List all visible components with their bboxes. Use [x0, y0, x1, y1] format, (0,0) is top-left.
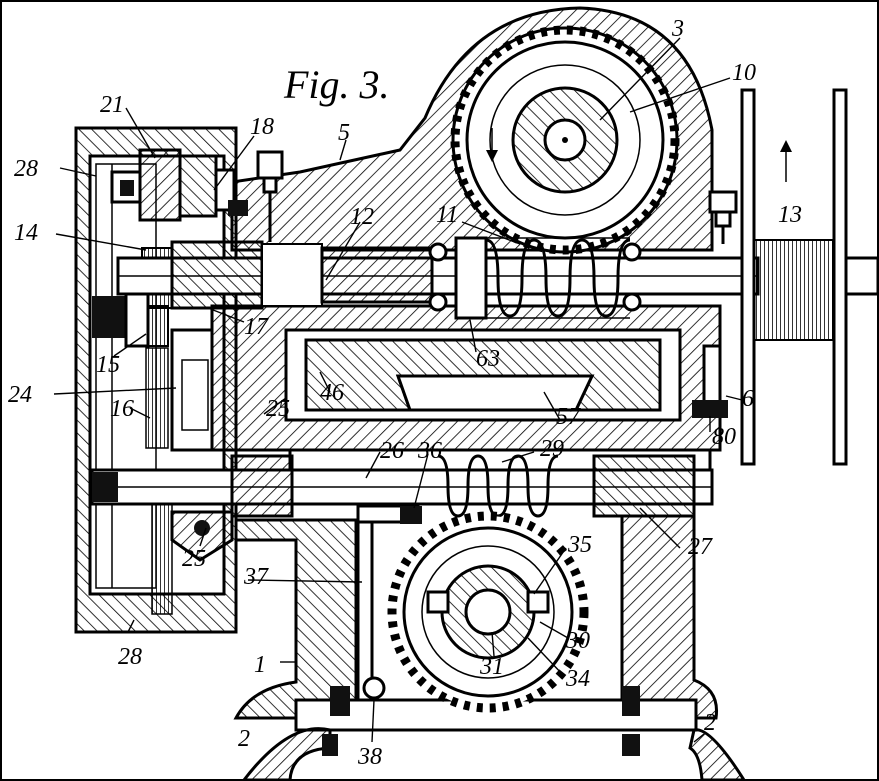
- label-21: 21: [100, 92, 124, 118]
- label-63: 63: [476, 346, 500, 372]
- label-26: 26: [380, 438, 404, 464]
- label-35: 35: [567, 532, 592, 558]
- bolt-6: [692, 344, 728, 418]
- label-28-top: 28: [14, 156, 38, 182]
- label-36: 36: [417, 438, 442, 464]
- main-shaft-12: [116, 240, 760, 312]
- gear-train-21-18: [110, 148, 248, 222]
- label-12: 12: [350, 204, 374, 230]
- label-6: 6: [742, 386, 754, 412]
- label-2-right: 2: [704, 710, 716, 736]
- label-38: 38: [357, 744, 382, 770]
- lubricator-left: [256, 150, 284, 242]
- label-57: 57: [556, 404, 581, 430]
- label-28-bottom: 28: [118, 644, 142, 670]
- label-1: 1: [254, 652, 266, 678]
- gear-16: [145, 347, 169, 449]
- label-27: 27: [688, 534, 713, 560]
- label-24: 24: [8, 382, 32, 408]
- reference-numerals: 3 10 21 18 5 28 14 11 12 13 17 15 63 24 …: [8, 16, 802, 770]
- rod-37: [322, 504, 640, 756]
- label-18: 18: [250, 114, 274, 140]
- label-30: 30: [565, 628, 590, 654]
- label-16: 16: [110, 396, 134, 422]
- label-14: 14: [14, 220, 38, 246]
- worm-11: [454, 236, 631, 320]
- label-37: 37: [243, 564, 269, 590]
- label-17: 17: [244, 314, 269, 340]
- leader-lines: [53, 37, 743, 743]
- label-13: 13: [778, 202, 802, 228]
- label-31: 31: [479, 654, 504, 680]
- label-15: 15: [96, 352, 120, 378]
- label-25-upper: 25: [266, 396, 290, 422]
- middle-housing-25: [210, 304, 722, 472]
- label-29: 29: [540, 436, 564, 462]
- label-5: 5: [338, 120, 350, 146]
- label-80: 80: [712, 424, 736, 450]
- figure-title: Fig. 3.: [283, 62, 390, 107]
- gear-25-lower: [151, 503, 234, 615]
- label-2-left: 2: [238, 726, 250, 752]
- label-34: 34: [565, 666, 590, 692]
- lubricator-right: [708, 190, 738, 244]
- worm-wheel-30: [387, 511, 589, 713]
- worm-29: [437, 454, 559, 518]
- pulley-13: [740, 88, 879, 466]
- label-46: 46: [320, 380, 344, 406]
- label-10: 10: [732, 60, 756, 86]
- worm-wheel-10: [450, 25, 680, 255]
- label-11: 11: [436, 202, 458, 228]
- label-3: 3: [671, 16, 684, 42]
- label-25-lower: 25: [182, 546, 206, 572]
- gear-24: [170, 328, 214, 452]
